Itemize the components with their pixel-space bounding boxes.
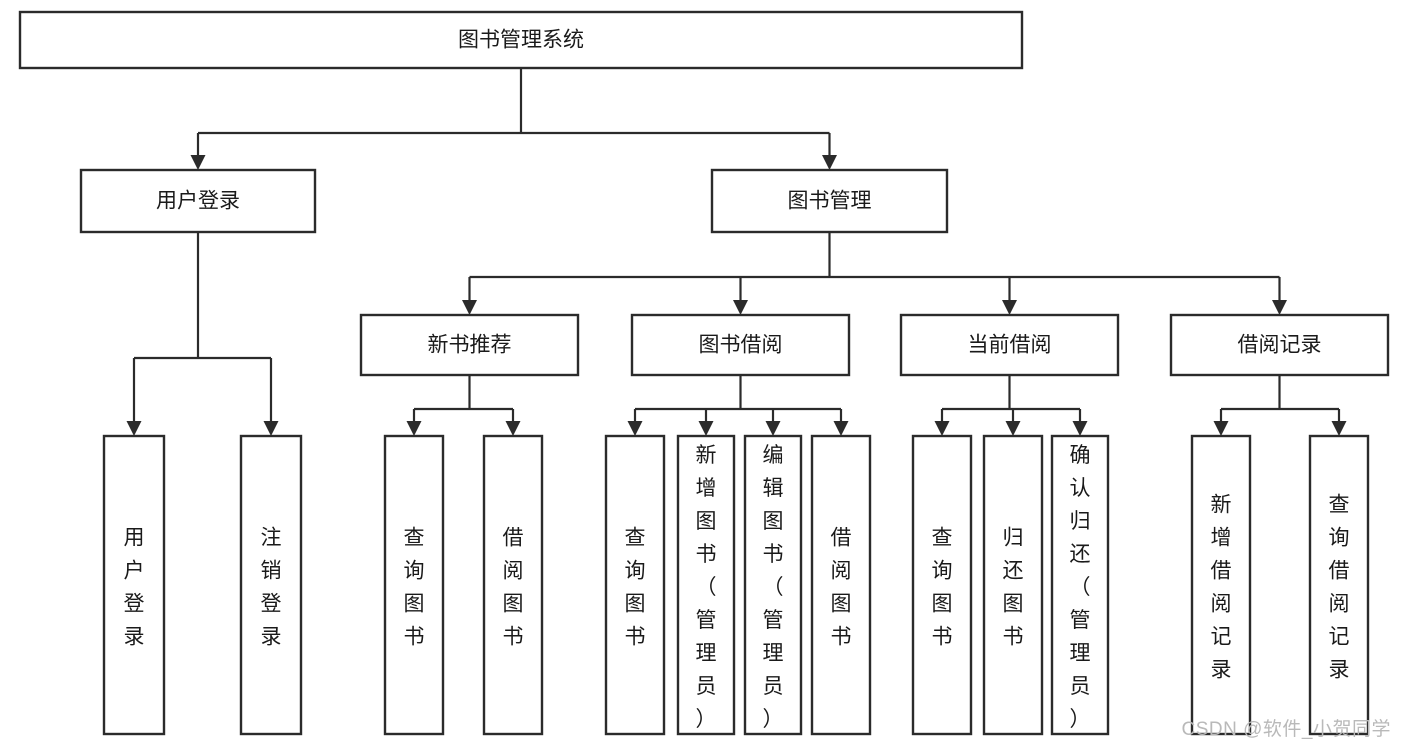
borrow-record-to-leaf-query-record-arrowhead-icon: [1331, 421, 1347, 436]
node-book-borrow[interactable]: 图书借阅: [630, 313, 851, 377]
node-new-book-recommend-label: 新书推荐: [428, 334, 512, 357]
node-leaf-borrow-book-2-label: 借阅图书: [831, 527, 852, 649]
node-leaf-user-login-box: [102, 434, 166, 736]
node-borrow-record[interactable]: 借阅记录: [1169, 313, 1390, 377]
node-current-borrow-label: 当前借阅: [968, 334, 1052, 357]
borrow-record-to-leaf-add-record-arrowhead-icon: [1213, 421, 1229, 436]
node-leaf-query-record-box: [1308, 434, 1370, 736]
node-current-borrow-box: [899, 313, 1120, 377]
node-leaf-confirm-return-label: 确认归还（管理员）: [1070, 444, 1091, 731]
node-leaf-borrow-book-2-box: [810, 434, 872, 736]
node-root-box: [18, 10, 1024, 70]
node-leaf-edit-book[interactable]: 编辑图书（管理员）: [743, 434, 803, 736]
node-new-book-recommend-box: [359, 313, 580, 377]
node-new-book-recommend[interactable]: 新书推荐: [359, 313, 580, 377]
book-borrow-to-leaf-add-book-arrowhead-icon: [698, 421, 714, 436]
book-borrow-to-leaf-borrow-book-2-arrowhead-icon: [833, 421, 849, 436]
book-manage-to-new-book-recommend-arrowhead-icon: [462, 300, 477, 315]
node-leaf-borrow-book-1-box: [482, 434, 544, 736]
node-leaf-query-book-3-label: 查询图书: [932, 527, 953, 649]
node-leaf-return-book[interactable]: 归还图书: [982, 434, 1044, 736]
node-root[interactable]: 图书管理系统: [18, 10, 1024, 70]
book-manage-to-borrow-record-arrowhead-icon: [1272, 300, 1287, 315]
node-leaf-user-logout-box: [239, 434, 303, 736]
node-leaf-query-book-2-label: 查询图书: [625, 527, 646, 649]
node-leaf-borrow-book-2[interactable]: 借阅图书: [810, 434, 872, 736]
node-leaf-add-record-box: [1190, 434, 1252, 736]
book-manage-to-book-borrow-arrowhead-icon: [733, 300, 748, 315]
node-leaf-query-book-2-box: [604, 434, 666, 736]
node-leaf-query-book-1-box: [383, 434, 445, 736]
node-leaf-user-logout[interactable]: 注销登录: [239, 434, 303, 736]
current-borrow-to-leaf-query-book-3-arrowhead-icon: [934, 421, 950, 436]
node-leaf-query-book-3[interactable]: 查询图书: [911, 434, 973, 736]
node-leaf-borrow-book-1-label: 借阅图书: [503, 527, 524, 649]
node-layer: 图书管理系统用户登录图书管理新书推荐图书借阅当前借阅借阅记录用户登录注销登录查询…: [18, 10, 1390, 736]
node-root-label: 图书管理系统: [458, 29, 584, 52]
connector-layer: [126, 68, 1347, 436]
node-leaf-query-book-1-label: 查询图书: [404, 527, 425, 649]
node-leaf-query-book-1[interactable]: 查询图书: [383, 434, 445, 736]
node-leaf-add-record-label: 新增借阅记录: [1211, 494, 1232, 682]
node-leaf-add-book-label: 新增图书（管理员）: [696, 444, 717, 731]
user-login-to-leaf-user-logout-arrowhead-icon: [263, 421, 279, 436]
node-user-login-box: [79, 168, 317, 234]
node-leaf-confirm-return[interactable]: 确认归还（管理员）: [1050, 434, 1110, 736]
node-leaf-return-book-label: 归还图书: [1003, 527, 1024, 649]
node-leaf-query-book-3-box: [911, 434, 973, 736]
node-leaf-user-logout-label: 注销登录: [261, 527, 282, 649]
node-leaf-query-book-2[interactable]: 查询图书: [604, 434, 666, 736]
node-leaf-add-record[interactable]: 新增借阅记录: [1190, 434, 1252, 736]
node-leaf-edit-book-label: 编辑图书（管理员）: [763, 444, 784, 731]
node-book-manage[interactable]: 图书管理: [710, 168, 949, 234]
user-login-to-leaf-user-login-arrowhead-icon: [126, 421, 142, 436]
node-leaf-query-record-label: 查询借阅记录: [1329, 494, 1350, 682]
root-to-book-manage-arrowhead-icon: [822, 155, 837, 170]
node-leaf-confirm-return-box: [1050, 434, 1110, 736]
book-borrow-to-leaf-edit-book-arrowhead-icon: [765, 421, 781, 436]
node-user-login-label: 用户登录: [156, 190, 240, 213]
root-to-user-login-arrowhead-icon: [190, 155, 206, 170]
node-leaf-borrow-book-1[interactable]: 借阅图书: [482, 434, 544, 736]
new-book-recommend-to-leaf-borrow-book-1-arrowhead-icon: [505, 421, 521, 436]
current-borrow-to-leaf-confirm-return-arrowhead-icon: [1072, 421, 1088, 436]
node-leaf-query-record[interactable]: 查询借阅记录: [1308, 434, 1370, 736]
node-book-borrow-box: [630, 313, 851, 377]
book-borrow-to-leaf-query-book-2-arrowhead-icon: [627, 421, 643, 436]
current-borrow-to-leaf-return-book-arrowhead-icon: [1005, 421, 1021, 436]
node-leaf-user-login-label: 用户登录: [124, 527, 145, 649]
new-book-recommend-to-leaf-query-book-1-arrowhead-icon: [406, 421, 422, 436]
node-book-manage-box: [710, 168, 949, 234]
node-current-borrow[interactable]: 当前借阅: [899, 313, 1120, 377]
node-borrow-record-label: 借阅记录: [1238, 334, 1322, 357]
book-manage-to-current-borrow-arrowhead-icon: [1002, 300, 1017, 315]
node-leaf-user-login[interactable]: 用户登录: [102, 434, 166, 736]
node-user-login[interactable]: 用户登录: [79, 168, 317, 234]
node-leaf-add-book-box: [676, 434, 736, 736]
node-leaf-edit-book-box: [743, 434, 803, 736]
node-leaf-add-book[interactable]: 新增图书（管理员）: [676, 434, 736, 736]
node-leaf-return-book-box: [982, 434, 1044, 736]
node-book-borrow-label: 图书借阅: [699, 334, 783, 357]
node-book-manage-label: 图书管理: [788, 190, 872, 213]
node-borrow-record-box: [1169, 313, 1390, 377]
